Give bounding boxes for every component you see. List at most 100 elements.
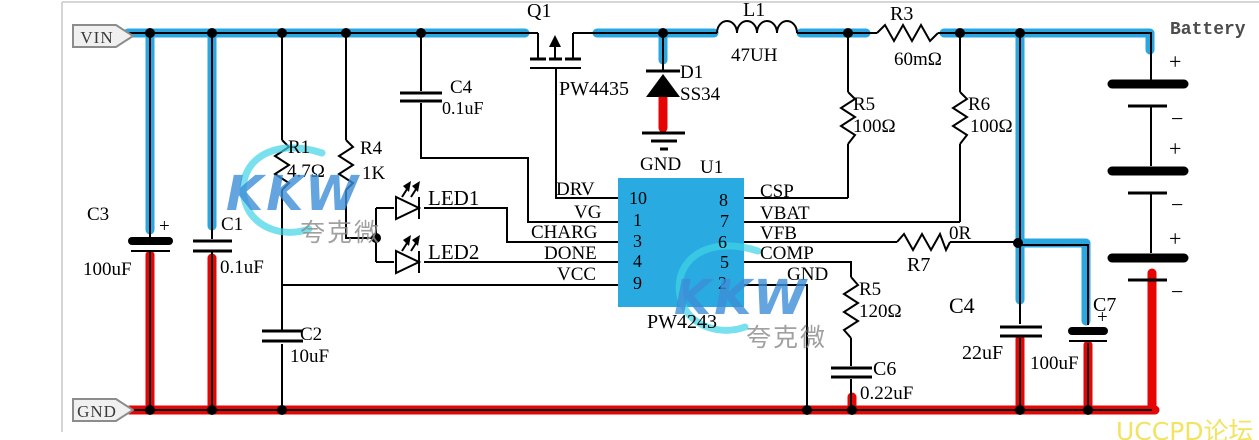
r3-resistor-symbol	[876, 22, 939, 44]
charg-wire	[424, 207, 618, 243]
led2-arrow-head-1	[403, 235, 411, 246]
u1-part-label: PW4243	[647, 311, 717, 333]
r3-value-label: 60mΩ	[894, 49, 942, 70]
led2-ref-label: LED2	[428, 240, 480, 264]
signal-wires	[128, 32, 1152, 411]
c3-polarity-label: +	[159, 216, 170, 237]
d1-diode-symbol	[646, 69, 680, 97]
u1-pin-csp-label: CSP	[760, 181, 794, 202]
u1-pin-charg-label: CHARG	[531, 222, 598, 243]
battery-cell3-plus: +	[1169, 226, 1182, 251]
d1-ground-symbol	[642, 131, 685, 151]
c4-input-value-label: 0.1uF	[442, 98, 484, 118]
led1-arrow-head-1	[403, 181, 411, 192]
u1-pin-vg-label: VG	[574, 202, 602, 223]
battery-cell2-minus: −	[1171, 192, 1184, 217]
u1-pin-number-3: 3	[633, 231, 642, 251]
led2-triangle	[395, 249, 422, 275]
battery-cell2-plus: +	[1169, 136, 1182, 161]
led1-arrow-head-2	[412, 181, 420, 192]
c6-ref-label: C6	[873, 358, 897, 380]
q1-source-drain-leads	[537, 33, 574, 58]
ground-bars	[642, 131, 685, 151]
r6-value-label: 100Ω	[970, 116, 1013, 137]
csp-r5-wire	[744, 33, 849, 199]
u1-pin-number-10: 10	[629, 188, 647, 208]
c7-electrolytic-symbol	[1068, 327, 1108, 342]
c2-capacitor-symbol	[262, 329, 303, 343]
u1-pin-number-7: 7	[720, 211, 729, 231]
vbat-r6-wire	[744, 33, 961, 223]
battery-positive-wire	[939, 28, 1155, 55]
vin-tag-shape	[72, 24, 135, 48]
c3-value-label: 100uF	[83, 259, 132, 280]
c1-ref-label: C1	[221, 214, 244, 235]
r1-value-label: 4.7Ω	[287, 161, 325, 182]
led1-triangle	[395, 195, 422, 221]
r6-ref-label: R6	[968, 94, 991, 115]
r4-ref-label: R4	[360, 138, 383, 159]
gnd-tag-label: GND	[77, 402, 117, 421]
r5-bottom-value-label: 120Ω	[859, 301, 902, 322]
r7-resistor-symbol	[896, 231, 951, 253]
chip-gnd-wire	[744, 284, 808, 408]
r1-ref-label: R1	[288, 137, 311, 158]
c4-output-value-label: 22uF	[962, 342, 1004, 364]
gnd-tag-shape	[72, 398, 135, 422]
d1-part-label: SS34	[680, 84, 721, 105]
u1-pin-number-5: 5	[720, 252, 729, 272]
c6-capacitor-symbol	[831, 366, 872, 379]
c7-branch-wire	[1015, 238, 1091, 326]
l1-ref-label: L1	[743, 0, 766, 21]
frame-edges	[61, 1, 1259, 432]
battery-positive-plates	[1107, 79, 1189, 263]
r5-top-resistor-symbol	[839, 91, 857, 145]
watermark-swoosh-1	[239, 144, 326, 236]
d1-triangle	[646, 74, 680, 97]
c7-value-label: 100uF	[1030, 353, 1079, 374]
q1-ref-label: Q1	[527, 0, 552, 22]
u1-pin-comp-label: COMP	[760, 243, 814, 264]
led2-symbol	[395, 235, 422, 275]
r4-leads	[345, 33, 376, 239]
c4-input-capacitor-symbol	[400, 91, 442, 103]
junction-dots	[145, 28, 1093, 415]
c7-polarity-label: +	[1097, 307, 1108, 328]
r7-value-label: 0R	[949, 223, 972, 244]
c3-electrolytic-symbol	[128, 237, 173, 252]
r5-bottom-resistor-symbol	[842, 276, 860, 339]
c4-output-ref-label: C4	[949, 293, 975, 318]
l1-inductor-symbol	[716, 20, 798, 34]
q1-mosfet-symbol	[530, 33, 581, 69]
battery-cell3-minus: −	[1171, 279, 1184, 304]
u1-pin-number-1: 1	[633, 210, 642, 230]
watermark-swoosh-2	[675, 242, 762, 334]
battery-symbol	[1107, 79, 1189, 282]
c2-value-label: 10uF	[290, 346, 330, 367]
c7-ref-label: C7	[1093, 294, 1117, 316]
u1-pin-number-9: 9	[633, 273, 642, 293]
battery-cell1-minus: −	[1171, 106, 1184, 131]
c1-value-label: 0.1uF	[220, 257, 264, 278]
gate-drv-wire	[555, 68, 618, 199]
c4-output-capacitor-symbol	[1000, 325, 1042, 338]
r3-ref-label: R3	[890, 3, 914, 25]
r5-top-value-label: 100Ω	[853, 116, 896, 137]
r4-value-label: 1K	[362, 163, 386, 184]
led2-arrow-head-2	[412, 235, 420, 246]
c4-input-vg-wire	[420, 33, 618, 223]
r7-ref-label: R7	[907, 254, 931, 276]
r4-resistor-symbol	[337, 139, 355, 191]
output-centerlines	[1018, 36, 1089, 408]
u1-pin-number-6: 6	[718, 232, 727, 252]
u1-pin-done-label: DONE	[544, 243, 597, 264]
vin-tag-label: VIN	[80, 28, 114, 47]
q1-part-label: PW4435	[559, 78, 629, 100]
l1-value-label: 47UH	[731, 45, 778, 66]
u1-pin-number-2: 2	[718, 273, 727, 293]
q1-body-arrow-head	[549, 35, 561, 47]
u1-pin-number-4: 4	[633, 251, 642, 271]
c4-input-ref-label: C4	[450, 77, 473, 98]
